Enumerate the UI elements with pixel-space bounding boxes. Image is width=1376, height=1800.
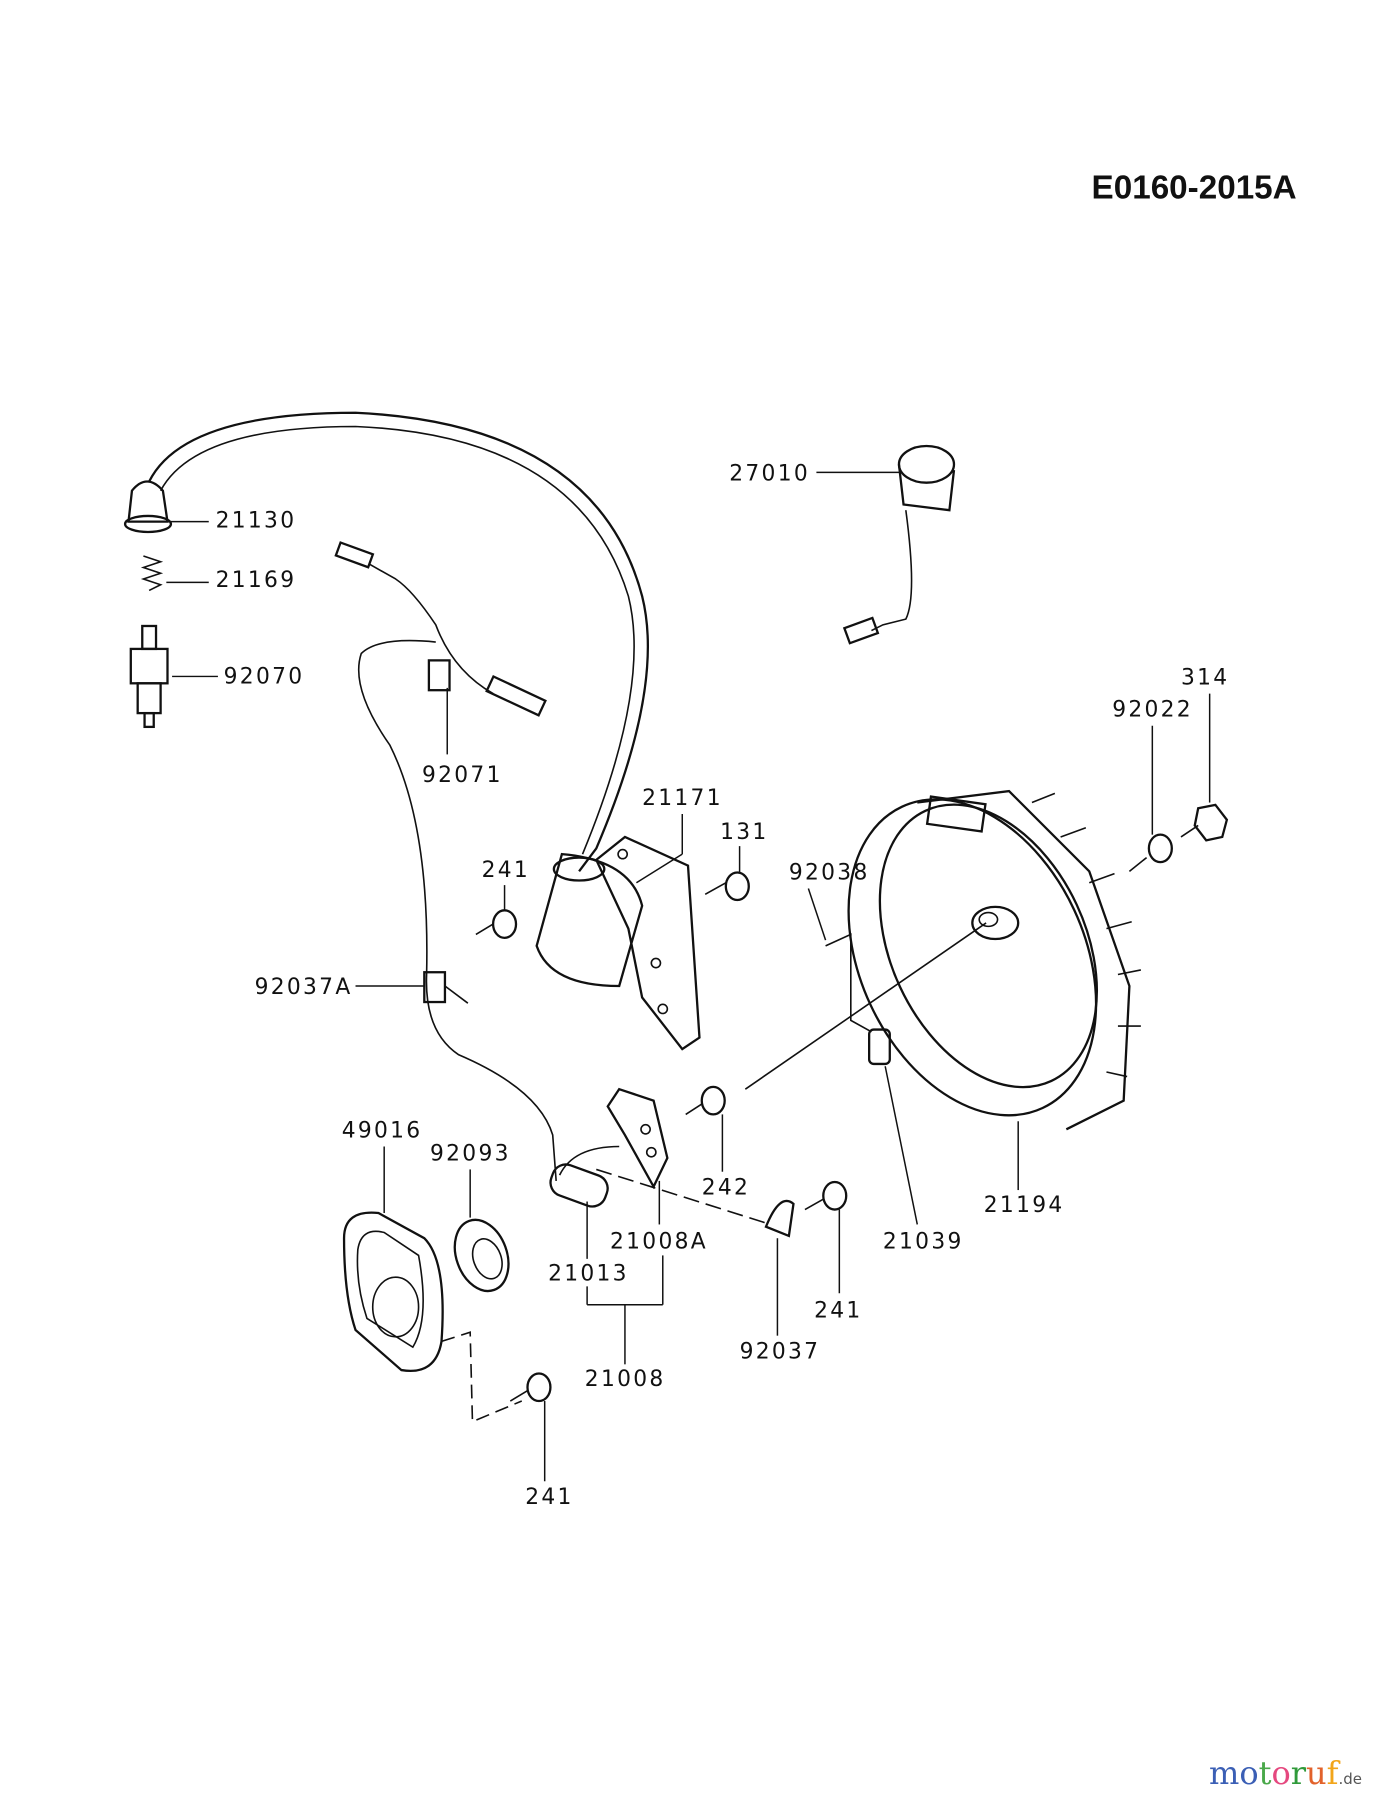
spark-plug [129,624,169,729]
watermark-letter: t [1258,1754,1272,1792]
nut-314 [1193,803,1229,842]
part-label[interactable]: 92037 [740,1340,821,1365]
bolt-241-lower [509,1372,552,1403]
part-label[interactable]: 92093 [430,1141,511,1166]
part-label[interactable]: 92070 [224,664,305,689]
high-tension-lead [148,411,649,873]
part-label[interactable]: 21008 [585,1367,666,1392]
part-label[interactable]: 314 [1181,665,1229,690]
leader-line [636,853,683,884]
bolt-131 [704,871,750,902]
part-label[interactable]: 21171 [642,786,723,811]
diagram-code: E0160-2015A [1092,169,1297,206]
watermark-logo: motoruf.de [1209,1754,1362,1792]
clamp-92037A [423,971,469,1004]
part-label[interactable]: 21039 [883,1230,964,1255]
part-label[interactable]: 131 [720,820,768,845]
part-label[interactable]: 92037A [255,975,353,1000]
part-label[interactable]: 92038 [789,860,870,885]
watermark-suffix: .de [1338,1770,1362,1788]
watermark-letter: o [1239,1754,1259,1792]
flywheel [847,789,1142,1131]
spark-plug-cap [123,480,173,534]
axis-washer [1128,824,1199,872]
axis-module [596,1168,771,1226]
watermark-text: motoruf [1209,1754,1338,1792]
crank-axis-line [744,922,987,1090]
leader-line [884,1066,919,1225]
part-label[interactable]: 21130 [216,508,297,533]
part-label[interactable]: 241 [482,858,530,883]
bolt-241-upper [475,909,518,939]
washer-92022 [1147,833,1173,864]
axis-gasket [441,1331,523,1423]
bolt-242 [685,1085,726,1116]
leader-line [807,888,827,941]
axis-92038 [825,933,872,1033]
part-label[interactable]: 92022 [1112,698,1193,723]
part-label[interactable]: 21008A [610,1230,708,1255]
part-label[interactable]: 49016 [342,1118,423,1143]
part-label[interactable]: 242 [702,1176,750,1201]
part-label[interactable]: 27010 [729,461,810,486]
watermark-letter: o [1271,1754,1291,1792]
key-21039 [867,1028,891,1066]
watermark-letter: r [1290,1754,1307,1792]
ignition-module-21008 [549,1087,669,1208]
part-label[interactable]: 241 [525,1485,573,1510]
gasket-49016 [342,1211,444,1373]
part-label[interactable]: 21169 [216,568,297,593]
high-tension-lead-inner [159,425,635,855]
part-label[interactable]: 21013 [548,1262,629,1287]
ignition-coil [535,835,701,1051]
clamp-92037 [764,1180,848,1238]
ignition-wire-92071 [334,541,557,1181]
seal-92093 [453,1218,510,1293]
spring [140,555,164,592]
part-label[interactable]: 21194 [984,1193,1065,1218]
part-label[interactable]: 92071 [422,763,503,788]
part-label[interactable]: 241 [814,1298,862,1323]
watermark-letter: m [1208,1754,1240,1792]
watermark-letter: u [1306,1754,1327,1792]
stop-switch-27010 [842,444,956,645]
watermark-letter: f [1326,1754,1339,1792]
